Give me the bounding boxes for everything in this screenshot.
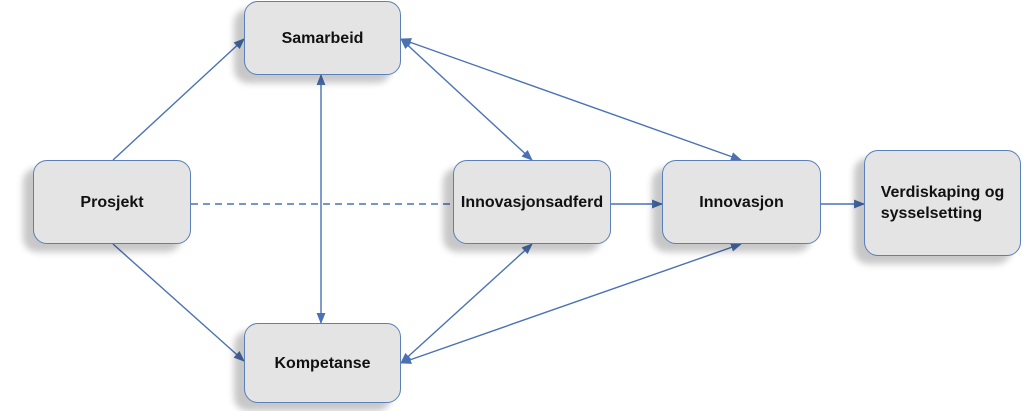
node-label: Prosjekt: [80, 193, 144, 211]
node-label: Innovasjonsadferd: [460, 193, 604, 211]
node-label-line-2: sysselsetting: [880, 205, 983, 222]
arrow-prosjekt-samarbeid: [112, 38, 245, 161]
node-samarbeid: Samarbeid: [244, 1, 401, 75]
arrow-kompetanse-innovasjon: [399, 243, 743, 364]
node-label-group: Verdiskaping og sysselsetting: [881, 182, 1005, 224]
node-label: Kompetanse: [274, 354, 371, 372]
node-kompetanse: Kompetanse: [244, 323, 401, 403]
node-innovasjonsadferd: Innovasjonsadferd: [453, 160, 611, 244]
arrow-samarbeid-innovasjon: [399, 38, 743, 161]
node-label: Samarbeid: [281, 29, 364, 47]
node-innovasjon: Innovasjon: [662, 160, 821, 244]
node-label: Innovasjon: [699, 193, 784, 211]
node-prosjekt: Prosjekt: [33, 160, 191, 244]
arrow-samarbeid-innovasjonsadferd: [400, 38, 533, 161]
arrow-kompetanse-innovasjonsadferd: [400, 243, 533, 364]
node-label-line-1: Verdiskaping og: [880, 184, 1005, 201]
arrow-prosjekt-kompetanse: [112, 243, 245, 362]
node-verdiskaping-og-sysselsetting: Verdiskaping og sysselsetting: [864, 150, 1021, 256]
